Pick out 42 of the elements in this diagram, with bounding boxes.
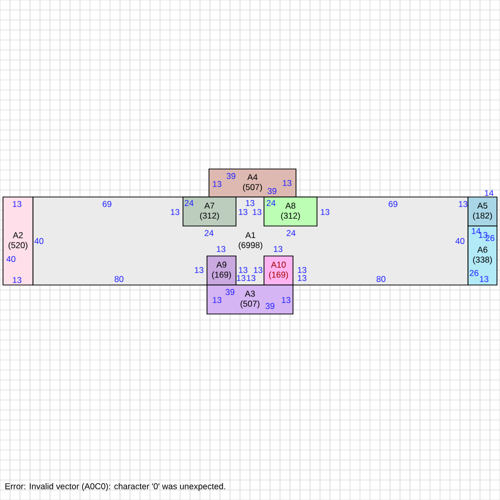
dimension-label: 13 xyxy=(194,267,204,273)
dimension-label: 13 xyxy=(212,181,222,187)
dimension-label: 13 xyxy=(282,180,292,186)
dimension-label: 13 xyxy=(298,275,306,281)
dimension-label: 69 xyxy=(102,201,112,207)
dimension-label: 24 xyxy=(266,200,276,206)
dimension-label: 26 xyxy=(486,235,494,241)
dimension-label: 13 xyxy=(480,276,488,282)
dimension-label: 13 xyxy=(216,246,226,252)
dimension-label: 24 xyxy=(184,200,194,206)
dimension-label: 13 xyxy=(238,209,248,215)
dimension-label: 13 xyxy=(298,267,306,273)
error-message: Error: Invalid vector (A0C0): character '0' was unexpected. xyxy=(5,483,226,491)
dimension-label: 13 xyxy=(274,246,282,252)
dimension-label: 13 xyxy=(238,267,248,273)
dimension-label: 13 xyxy=(246,275,256,281)
dimension-label: 80 xyxy=(376,276,386,282)
dimension-label: 13 xyxy=(12,201,22,207)
dimension-label: 13 xyxy=(282,297,290,303)
dimension-label: 39 xyxy=(268,188,276,194)
dimension-label: 13 xyxy=(236,275,246,281)
dimension-label: 40 xyxy=(455,238,464,244)
dimension-label: 39 xyxy=(226,289,234,295)
dimension-label: 80 xyxy=(114,276,124,282)
dimension-label: 13 xyxy=(478,232,488,238)
room-box: A10 (169) xyxy=(264,256,294,286)
dimension-label: 26 xyxy=(470,270,478,276)
dimension-label: 24 xyxy=(204,230,214,236)
room-box: A9 (169) xyxy=(206,256,236,286)
dimension-label: 13 xyxy=(12,277,22,283)
dimension-label: 69 xyxy=(388,201,398,207)
dimension-label: 13 xyxy=(212,297,222,303)
dimension-label: 13 xyxy=(458,201,468,207)
dimension-label: 14 xyxy=(472,228,480,234)
dimension-label: 40 xyxy=(6,256,16,262)
dimension-label: 39 xyxy=(266,303,274,309)
dimension-label: 13 xyxy=(252,209,262,215)
dimension-label: 13 xyxy=(254,267,262,273)
dimension-label: 39 xyxy=(226,173,236,179)
room-box: A5 (182) xyxy=(468,196,498,226)
dimension-label: 13 xyxy=(246,200,254,206)
dimension-label: 24 xyxy=(286,230,296,236)
